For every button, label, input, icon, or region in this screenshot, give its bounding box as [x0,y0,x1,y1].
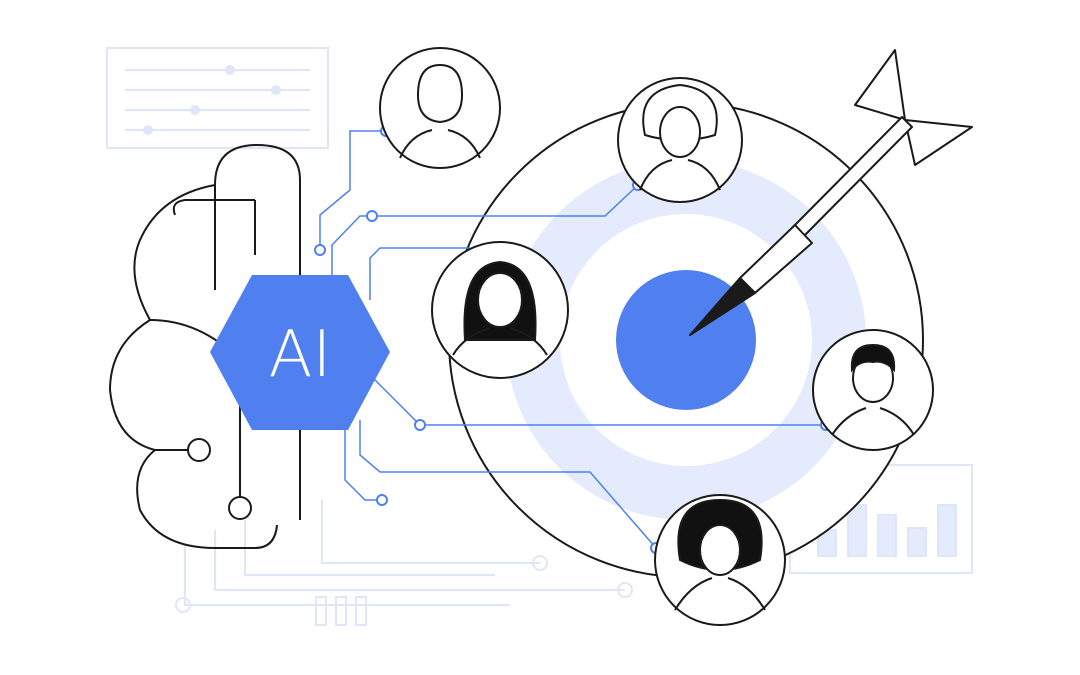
settings-sliders-panel-icon [106,47,329,149]
person-avatar-icon [379,47,501,169]
ai-hexagon-icon: AI [210,275,390,430]
ai-label: AI [269,318,332,392]
circuit-lines-faint [175,500,633,626]
person-avatar-icon [431,241,569,379]
person-avatar-icon [812,329,934,451]
dart-icon [689,49,973,336]
brain-outline-icon [108,143,301,549]
person-avatar-icon [654,494,786,626]
person-avatar-icon [617,77,743,203]
bar-chart-panel-icon [789,464,973,574]
